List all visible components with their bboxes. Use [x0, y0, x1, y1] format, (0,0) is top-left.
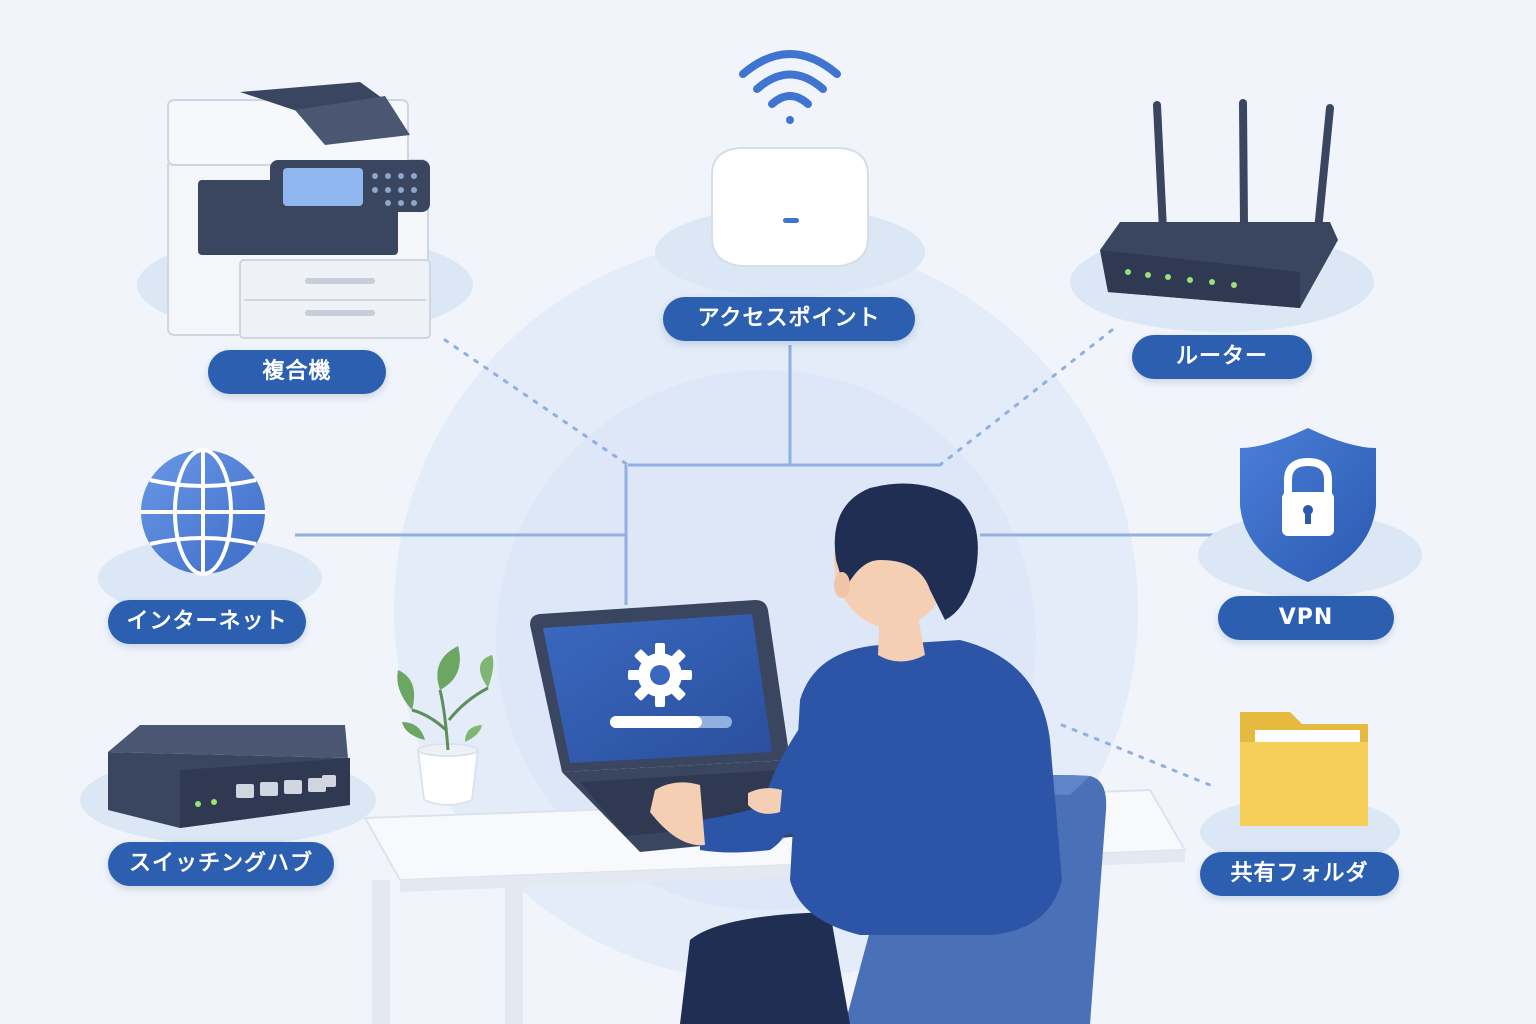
label-multifunction-printer: 複合機 — [208, 350, 386, 394]
label-internet: インターネット — [108, 600, 306, 644]
label-shared-folder: 共有フォルダ — [1200, 852, 1399, 896]
gear-icon — [628, 643, 692, 707]
switch-icon — [80, 725, 376, 845]
printer-icon — [137, 82, 473, 339]
connector-lines — [295, 328, 1215, 787]
label-access-point: アクセスポイント — [663, 297, 915, 341]
label-switching-hub: スイッチングハブ — [108, 842, 334, 886]
folder-icon — [1200, 712, 1400, 867]
wifi-icon — [739, 50, 841, 124]
label-router: ルーター — [1132, 335, 1312, 379]
router-icon — [1070, 99, 1374, 332]
shield-lock-icon — [1198, 428, 1422, 597]
person — [650, 483, 1062, 1024]
globe-icon — [98, 448, 322, 618]
label-vpn: VPN — [1218, 596, 1394, 640]
plant-icon — [397, 646, 494, 806]
access-point-icon — [655, 147, 925, 297]
